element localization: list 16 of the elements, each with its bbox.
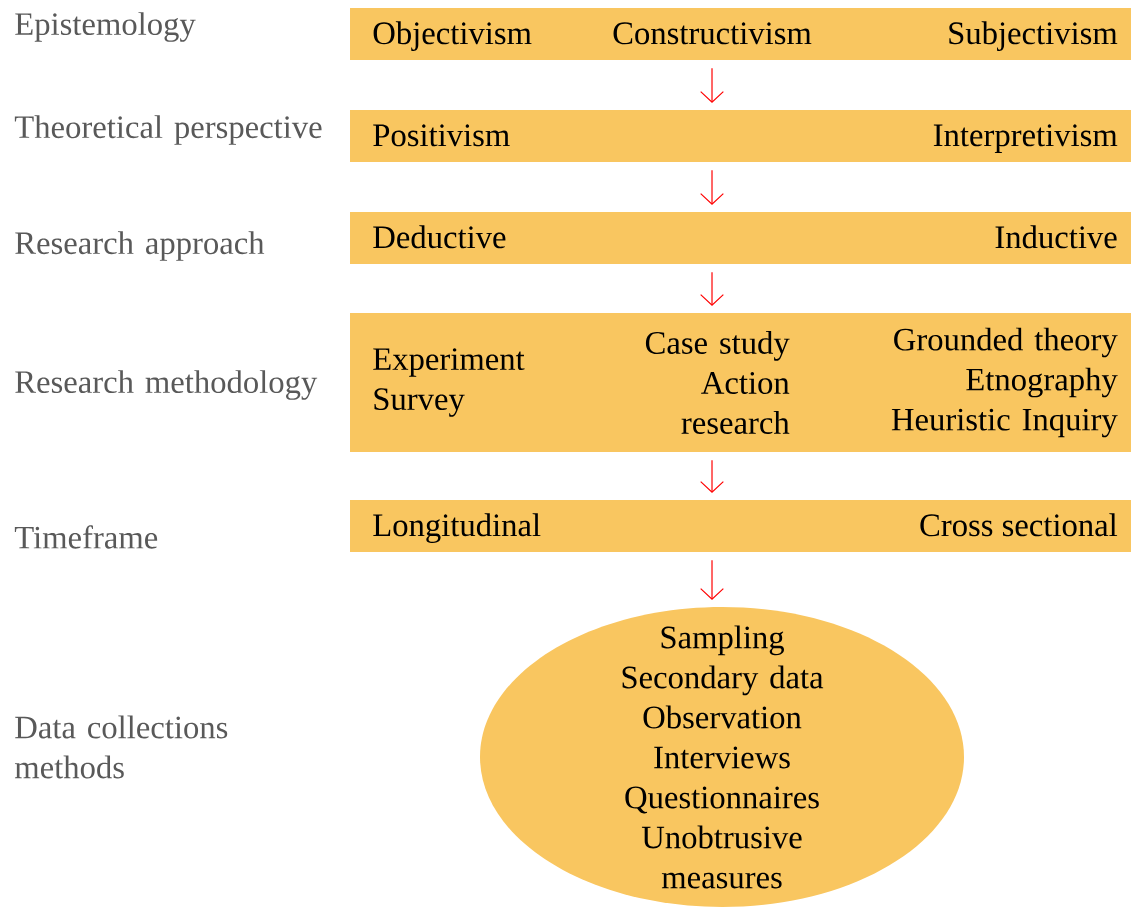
category-band: Experiment Survey Case study Action research Grounded theory Etnography Heuristic Inquiry (350, 313, 1131, 452)
arrow (700, 271, 724, 307)
arrow (700, 559, 724, 601)
row-label: Research methodology (15, 370, 318, 400)
category-band: Longitudinal Cross sectional (350, 500, 1131, 552)
category-band: Positivism Interpretivism (350, 110, 1131, 162)
row-label: Data collections methods (14, 715, 228, 779)
row-label: Epistemology (15, 12, 196, 42)
row-label: Research approach (15, 231, 265, 261)
arrow (700, 169, 724, 206)
arrow (700, 67, 724, 104)
row-label: Theoretical perspective (14, 115, 322, 145)
category-band: Deductive Inductive (350, 212, 1131, 264)
category-band: Objectivism Constructivism Subjectivism (350, 8, 1131, 60)
arrow (700, 459, 724, 494)
row-label: Timeframe (14, 525, 158, 549)
